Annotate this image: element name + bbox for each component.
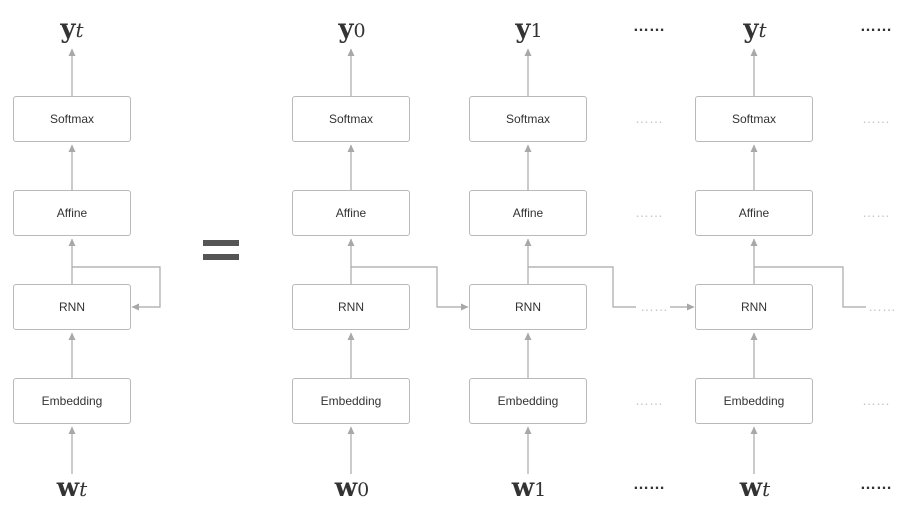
embedding-layer-step-0: Embedding [292, 378, 410, 424]
ellipsis-output-mid: …… [633, 18, 665, 35]
softmax-layer-folded: Softmax [13, 96, 131, 142]
ellipsis-output-right: …… [860, 18, 892, 35]
line-hidden-step-t-to-next [754, 266, 866, 308]
embedding-layer-step-1: Embedding [469, 378, 587, 424]
ellipsis-softmax-right: …… [862, 110, 890, 126]
ellipsis-input-right: …… [860, 476, 892, 493]
ellipsis-rnn-right: …… [868, 298, 896, 314]
ellipsis-affine-right: …… [862, 204, 890, 220]
output-label-step-1: y1 [515, 14, 543, 44]
arrow-hidden-step0-to-step1 [351, 266, 469, 311]
softmax-layer-step-1: Softmax [469, 96, 587, 142]
ellipsis-rnn-mid: …… [640, 298, 668, 314]
equals-sign [203, 236, 239, 264]
arrow-recurrent-loop-folded [72, 266, 161, 311]
softmax-layer-step-t: Softmax [695, 96, 813, 142]
rnn-layer-step-0: RNN [292, 284, 410, 330]
softmax-layer-step-0: Softmax [292, 96, 410, 142]
line-hidden-step1-to-ellipsis [528, 266, 636, 308]
embedding-layer-folded: Embedding [13, 378, 131, 424]
output-label-step-0: y0 [338, 14, 366, 44]
input-label-step-0: w0 [334, 473, 370, 503]
input-label-step-t: wt [739, 473, 771, 503]
output-label-step-t: yt [743, 14, 767, 44]
affine-layer-step-0: Affine [292, 190, 410, 236]
rnn-layer-step-t: RNN [695, 284, 813, 330]
affine-layer-folded: Affine [13, 190, 131, 236]
input-label-step-1: w1 [511, 473, 547, 503]
embedding-layer-step-t: Embedding [695, 378, 813, 424]
ellipsis-embedding-mid: …… [635, 392, 663, 408]
affine-layer-step-1: Affine [469, 190, 587, 236]
ellipsis-input-mid: …… [633, 476, 665, 493]
affine-layer-step-t: Affine [695, 190, 813, 236]
ellipsis-embedding-right: …… [862, 392, 890, 408]
input-label-folded: wt [56, 473, 88, 503]
rnn-layer-step-1: RNN [469, 284, 587, 330]
ellipsis-softmax-mid: …… [635, 110, 663, 126]
ellipsis-affine-mid: …… [635, 204, 663, 220]
rnn-layer-folded: RNN [13, 284, 131, 330]
output-label-folded: yt [60, 14, 84, 44]
